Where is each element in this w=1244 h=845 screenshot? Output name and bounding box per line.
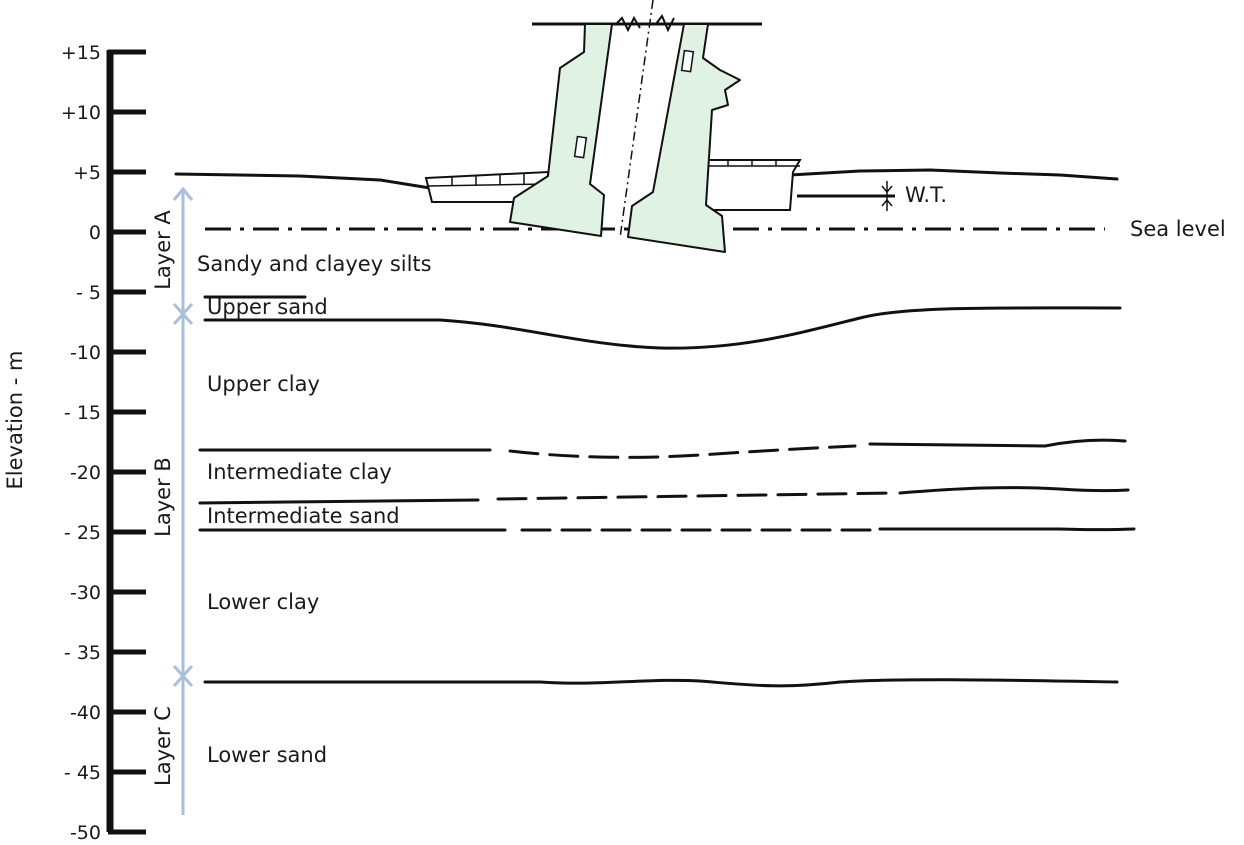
layer-b-c-boundary-mark [172,664,194,688]
soil-label-lower-clay: Lower clay [207,590,319,614]
boundary-intermediate-sand-top-right [898,486,1130,495]
axis-label: Elevation - m [3,351,27,490]
water-table-label: W.T. [905,183,947,207]
axis-tick-label: +5 [73,162,101,184]
tower-wall-left [509,23,613,237]
tower-foundation [424,159,802,211]
axis-tick-label: - 45 [64,762,101,784]
soil-label-upper-clay: Upper clay [207,372,320,396]
soil-label-intermediate-sand: Intermediate sand [207,504,400,528]
boundary-upper-clay-top [203,306,1122,350]
tower-wall-right [627,23,741,253]
soil-label-intermediate-clay: Intermediate clay [207,460,392,484]
soil-label-lower-sand: Lower sand [207,743,327,767]
soil-label-sandy-clayey-silts: Sandy and clayey silts [197,252,432,276]
axis-tick-label: -20 [70,462,101,484]
boundary-intermediate-sand-top-dashed [496,491,897,501]
water-table-arrow-up-icon [881,198,893,207]
axis-tick-label: -10 [70,342,101,364]
elevation-axis: +15 +10 +5 0 - 5 -10 - 15 -20 - 25 -30 - 35 -40 - 45… [3,42,146,844]
boundary-intermediate-sand-top-solid [198,498,480,505]
axis-tick-label: -30 [70,582,101,604]
layer-a-label: Layer A [151,210,175,290]
ground-line-right [788,168,1119,181]
leaning-tower-section [509,0,762,253]
axis-tick-label: - 5 [76,282,101,304]
layer-arrow-head [172,186,194,201]
axis-tick-label: +15 [61,42,101,64]
foundation-right [698,159,802,211]
axis-ticks: +15 +10 +5 0 - 5 -10 - 15 -20 - 25 -30 - 35 -40 - 45… [61,42,146,844]
ground-line-left [174,172,432,190]
boundary-intermediate-clay-top-right [868,438,1127,448]
axis-tick-label: +10 [61,102,101,124]
boundary-lower-clay-top-right [878,527,1136,532]
tower-window-lower [573,135,588,159]
axis-tick-label: - 15 [64,402,101,424]
boundary-lower-sand-top [203,678,1119,688]
axis-tick-label: -40 [70,702,101,724]
soil-label-upper-sand: Upper sand [207,295,328,319]
axis-tick-label: 0 [89,222,101,244]
ground-surface [174,168,1119,190]
tower-break-mark [615,14,675,33]
axis-tick-label: - 25 [64,522,101,544]
sea-level-label: Sea level [1130,217,1226,241]
layer-c-label: Layer C [151,706,175,786]
water-table-marker: W.T. [797,181,947,211]
soil-labels: Sandy and clayey silts Upper sand Upper … [197,252,432,767]
strata-boundaries [198,295,1136,688]
layer-indicators: Layer A Layer B Layer C [151,186,194,815]
axis-tick-label: -50 [70,822,101,844]
tower-centerline [619,0,654,239]
tower-window-upper [680,49,695,73]
layer-b-label: Layer B [151,457,175,537]
water-table-arrow-down-icon [881,185,893,194]
axis-tick-label: - 35 [64,642,101,664]
layer-a-b-boundary-mark [172,302,194,326]
boundary-intermediate-clay-top-dashed [508,444,857,459]
